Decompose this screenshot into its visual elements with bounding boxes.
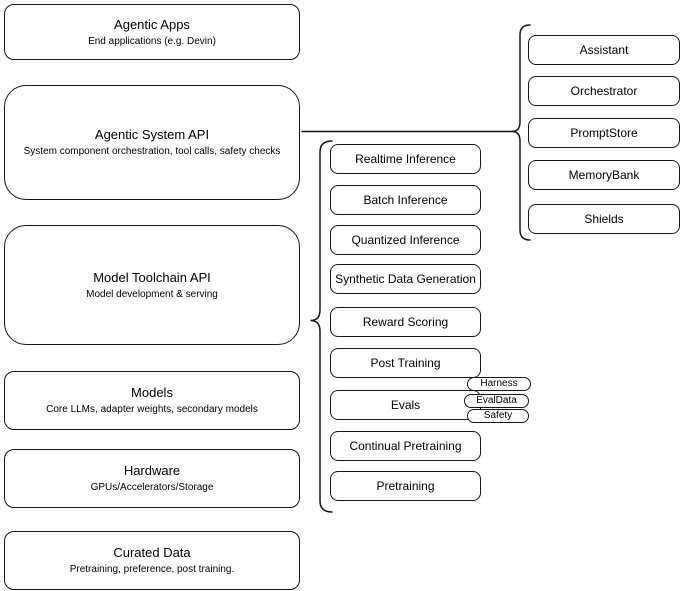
system-component-label: Assistant xyxy=(579,43,629,57)
evals-tag-safety: Safety xyxy=(467,409,529,423)
toolchain-item-label: Quantized Inference xyxy=(351,233,460,247)
agentic-system-api-box: Agentic System API System component orch… xyxy=(4,85,300,200)
model-toolchain-api-box: Model Toolchain API Model development & … xyxy=(4,225,300,345)
system-component-label: PromptStore xyxy=(570,126,638,140)
hardware-title: Hardware xyxy=(123,463,181,478)
system-component-assistant: Assistant xyxy=(528,35,680,65)
toolchain-item-label: Reward Scoring xyxy=(362,315,449,329)
toolchain-item-post-training: Post Training xyxy=(330,348,481,378)
toolchain-brace xyxy=(310,140,333,513)
toolchain-item-synthetic-data-generation: Synthetic Data Generation xyxy=(330,264,481,294)
hardware-box: Hardware GPUs/Accelerators/Storage xyxy=(4,449,300,508)
system-component-label: MemoryBank xyxy=(568,168,640,182)
curated-data-box: Curated Data Pretraining, preference, po… xyxy=(4,531,300,590)
agentic-system-api-subtitle: System component orchestration, tool cal… xyxy=(23,146,281,157)
curated-data-subtitle: Pretraining, preference, post training. xyxy=(69,564,235,575)
toolchain-item-quantized-inference: Quantized Inference xyxy=(330,225,481,255)
toolchain-item-label: Synthetic Data Generation xyxy=(335,272,476,286)
evals-tag-evaldata: EvalData xyxy=(464,394,529,408)
evals-tag-label: Safety xyxy=(483,410,513,421)
toolchain-item-realtime-inference: Realtime Inference xyxy=(330,144,481,174)
system-component-label: Shields xyxy=(584,212,624,226)
agentic-apps-subtitle: End applications (e.g. Devin) xyxy=(88,35,216,47)
toolchain-item-label: Continual Pretraining xyxy=(349,439,462,453)
model-toolchain-api-subtitle: Model development & serving xyxy=(86,288,218,300)
system-component-promptstore: PromptStore xyxy=(528,118,680,148)
toolchain-item-evals: Evals xyxy=(330,390,481,420)
agentic-apps-box: Agentic Apps End applications (e.g. Devi… xyxy=(4,4,300,60)
curated-data-title: Curated Data xyxy=(113,545,191,560)
toolchain-item-label: Post Training xyxy=(370,356,441,370)
system-component-label: Orchestrator xyxy=(570,84,638,98)
toolchain-item-continual-pretraining: Continual Pretraining xyxy=(330,431,481,461)
evals-tag-label: EvalData xyxy=(476,395,517,406)
agentic-system-api-title: Agentic System API xyxy=(94,127,210,142)
toolchain-item-label: Realtime Inference xyxy=(355,152,456,166)
agentic-apps-title: Agentic Apps xyxy=(114,16,190,32)
model-toolchain-api-title: Model Toolchain API xyxy=(93,269,211,285)
toolchain-item-label: Evals xyxy=(390,398,421,412)
evals-tag-label: Harness xyxy=(480,378,518,389)
evals-tag-harness: Harness xyxy=(467,377,531,391)
models-box: Models Core LLMs, adapter weights, secon… xyxy=(4,371,300,430)
system-component-shields: Shields xyxy=(528,204,680,234)
toolchain-item-label: Batch Inference xyxy=(363,193,448,207)
toolchain-item-pretraining: Pretraining xyxy=(330,471,481,501)
system-component-memorybank: MemoryBank xyxy=(528,160,680,190)
toolchain-item-label: Pretraining xyxy=(376,479,435,493)
system-components-brace xyxy=(511,24,531,241)
models-title: Models xyxy=(131,385,173,400)
toolchain-item-batch-inference: Batch Inference xyxy=(330,185,481,215)
models-subtitle: Core LLMs, adapter weights, secondary mo… xyxy=(46,404,258,415)
hardware-subtitle: GPUs/Accelerators/Storage xyxy=(90,482,214,493)
system-component-orchestrator: Orchestrator xyxy=(528,76,680,106)
toolchain-item-reward-scoring: Reward Scoring xyxy=(330,307,481,337)
